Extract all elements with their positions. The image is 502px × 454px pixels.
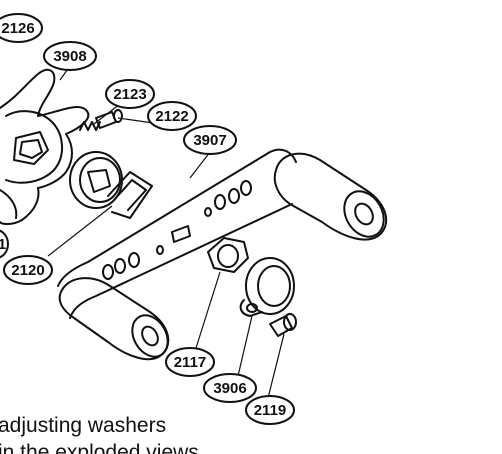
callout-2122: 2122 [147, 101, 197, 131]
callout-3908: 3908 [43, 41, 97, 71]
part-left-knob [58, 277, 170, 361]
callout-1: 1 [0, 229, 9, 259]
callout-label-2126: 2126 [1, 20, 34, 37]
callout-2123: 2123 [105, 79, 155, 109]
callout-label-2119: 2119 [254, 402, 287, 419]
callout-3907: 3907 [183, 125, 237, 155]
callout-2117: 2117 [165, 347, 215, 377]
callout-3906: 3906 [203, 373, 257, 403]
callout-label-2117: 2117 [174, 354, 207, 371]
callout-label-3907: 3907 [193, 132, 226, 149]
part-washer [69, 151, 123, 209]
callout-2119: 2119 [245, 395, 295, 425]
part-right-knob [273, 152, 388, 241]
callout-label-3908: 3908 [53, 48, 86, 65]
callout-2126: 2126 [0, 13, 43, 43]
part-2119-screw [269, 313, 297, 337]
part-2117-hex-nut [207, 237, 249, 273]
callout-label-2122: 2122 [155, 108, 188, 125]
part-2120-wire-clip [107, 171, 153, 219]
part-2123-spring [79, 121, 101, 131]
callout-label-1: 1 [0, 236, 6, 253]
part-3908-handle-plate [0, 68, 90, 225]
callout-label-2123: 2123 [113, 86, 146, 103]
caption-line-1: adjusting washers [0, 414, 167, 437]
callout-label-2120: 2120 [11, 262, 44, 279]
callout-2120: 2120 [3, 255, 53, 285]
part-3906-retainer [239, 257, 295, 317]
caption-line-2: in the exploded views [0, 441, 199, 454]
part-3907-handle-arm [57, 148, 297, 319]
callout-label-3906: 3906 [213, 380, 246, 397]
caption: adjusting washers in the exploded views [0, 412, 199, 454]
